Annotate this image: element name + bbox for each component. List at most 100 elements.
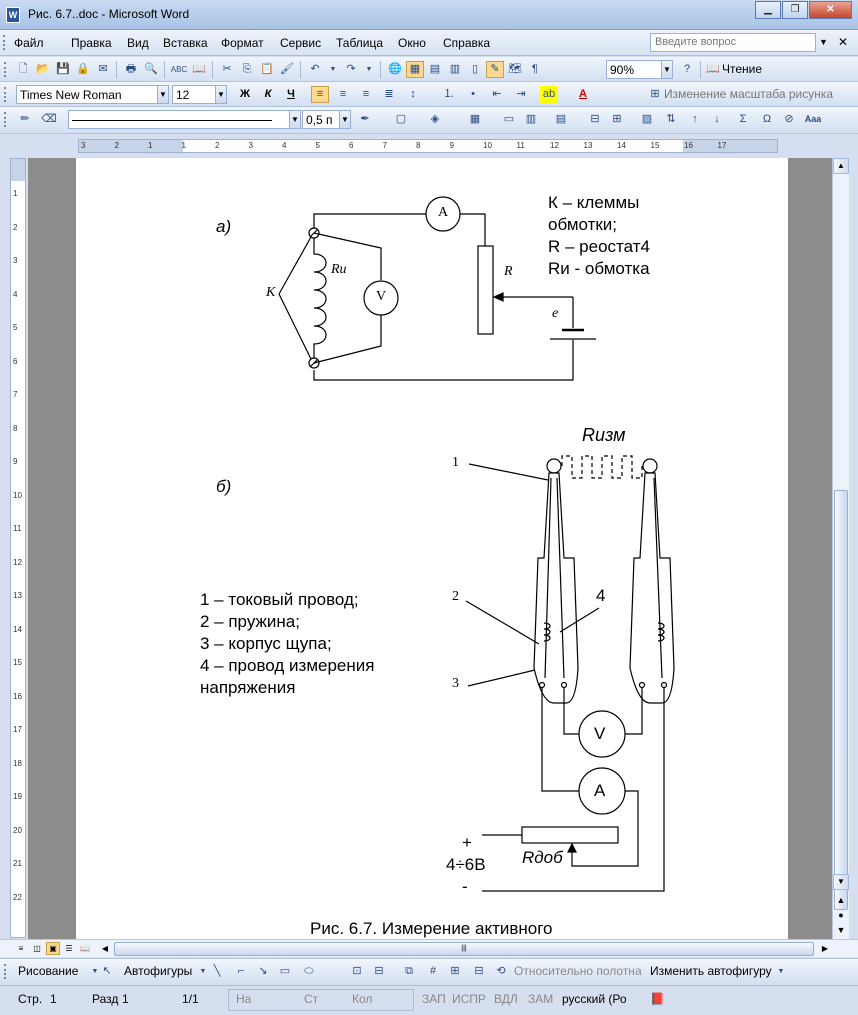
zoom-dropdown-icon[interactable]: ▼	[661, 60, 673, 79]
change-shape-dropdown-icon[interactable]: ▼	[777, 968, 785, 975]
line-tool-icon[interactable]: ╲	[213, 965, 221, 977]
horizontal-scroll-thumb[interactable]: |||	[114, 942, 814, 956]
print-icon[interactable]: 🖶	[125, 63, 137, 75]
line-style-dropdown-icon[interactable]: ▼	[289, 110, 301, 129]
textbox-icon[interactable]: ⊡	[352, 965, 362, 977]
align-distribute-icon[interactable]: ⧉	[405, 965, 413, 977]
text-direction-icon[interactable]: ⇅	[666, 113, 676, 125]
normal-view-icon[interactable]: ≡	[18, 944, 24, 953]
minimize-button[interactable]: ▁	[755, 1, 781, 19]
drawing-toggle-icon[interactable]: ✎	[486, 61, 504, 78]
underline-button[interactable]: Ч	[287, 88, 295, 100]
zoom-select[interactable]: 90%	[606, 60, 662, 79]
reading-icon[interactable]: 📖	[706, 63, 720, 75]
document-page[interactable]: а) К – клеммы обмотки; R – реостат4 Rи -…	[76, 158, 788, 939]
redo-icon[interactable]: ↷	[346, 63, 356, 75]
menu-grip[interactable]	[3, 35, 7, 50]
document-close-icon[interactable]: ✕	[838, 35, 849, 49]
arrow-tool-icon[interactable]: ↘	[258, 965, 268, 977]
tables-borders-icon[interactable]: ▦	[406, 61, 424, 78]
show-hide-icon[interactable]: ¶	[532, 63, 538, 75]
reading-button[interactable]: Чтение	[722, 62, 763, 76]
maximize-button[interactable]: ❐	[782, 1, 808, 19]
outline-view-icon[interactable]: ☰	[65, 944, 73, 953]
close-button[interactable]: ✕	[809, 1, 852, 19]
menu-format[interactable]: Формат	[221, 36, 264, 50]
document-map-icon[interactable]: 🗺	[508, 63, 522, 75]
cut-icon[interactable]: ✂	[222, 63, 232, 75]
split-cells-icon[interactable]: ▥	[525, 113, 537, 125]
autoshapes-dropdown-icon[interactable]: ▼	[199, 968, 207, 975]
web-view-icon[interactable]: ◫	[33, 944, 41, 953]
border-color-icon[interactable]: ✒	[360, 113, 370, 125]
sort-ascending-icon[interactable]: ↑	[692, 113, 698, 125]
permission-icon[interactable]: 🔒	[76, 63, 90, 75]
status-track-changes[interactable]: ИСПР	[452, 992, 486, 1006]
status-extend[interactable]: ВДЛ	[494, 992, 518, 1006]
redo-dropdown-icon[interactable]: ▼	[365, 66, 373, 73]
menu-insert[interactable]: Вставка	[163, 36, 208, 50]
menu-tools[interactable]: Сервис	[280, 36, 322, 50]
font-color-icon[interactable]: A	[579, 88, 587, 100]
vertical-scrollbar[interactable]: ▲ ▼ ▲ ● ▼	[832, 158, 849, 939]
insert-excel-icon[interactable]: ▥	[449, 63, 461, 75]
open-icon[interactable]: 📂	[36, 63, 50, 75]
align-center-icon[interactable]: ≡	[339, 88, 347, 100]
bold-button[interactable]: Ж	[240, 88, 250, 100]
vertical-textbox-icon[interactable]: ⊟	[374, 965, 384, 977]
sort-descending-icon[interactable]: ↓	[714, 113, 720, 125]
ask-question-input[interactable]: Введите вопрос	[650, 33, 816, 52]
menu-file[interactable]: Файл	[14, 36, 44, 50]
line-style-select[interactable]	[68, 110, 290, 129]
equation-icon[interactable]: Ω	[762, 113, 772, 125]
reading-view-icon[interactable]: 📖	[80, 944, 90, 953]
paste-icon[interactable]: 📋	[260, 63, 274, 75]
spelling-icon[interactable]: ABC	[170, 65, 188, 74]
print-layout-icon[interactable]: ▣	[46, 942, 60, 955]
ask-dropdown-icon[interactable]: ▼	[819, 37, 828, 47]
toolbar-grip[interactable]	[4, 964, 8, 979]
font-dropdown-icon[interactable]: ▼	[157, 85, 169, 104]
scroll-down-icon[interactable]: ▼	[833, 874, 849, 890]
menu-table[interactable]: Таблица	[336, 36, 384, 50]
menu-view[interactable]: Вид	[127, 36, 149, 50]
change-autoshape-button[interactable]: Изменить автофигуру	[650, 964, 772, 978]
numbering-icon[interactable]: ⒈	[443, 88, 455, 100]
justify-icon[interactable]: ≣	[384, 88, 394, 100]
resize-picture-icon[interactable]: ⊞	[650, 88, 660, 100]
toolbar-grip[interactable]	[4, 87, 8, 102]
draw-dropdown-icon[interactable]: ▼	[91, 968, 99, 975]
hyperlink-icon[interactable]: 🌐	[388, 63, 402, 75]
autoshapes-button[interactable]: Автофигуры	[124, 964, 193, 978]
research-icon[interactable]: 📖	[192, 63, 206, 75]
eraser-icon[interactable]: ⌫	[41, 113, 57, 125]
decrease-indent-icon[interactable]: ⇤	[492, 88, 502, 100]
help-icon[interactable]: ?	[683, 63, 691, 75]
distribute-cols-icon[interactable]: ⊞	[612, 113, 622, 125]
distribute-rows-icon[interactable]: ⊟	[590, 113, 600, 125]
rotate-icon[interactable]: ⟲	[496, 965, 506, 977]
undo-icon[interactable]: ↶	[310, 63, 320, 75]
scroll-right-icon[interactable]: ▶	[821, 944, 829, 953]
word-app-icon[interactable]: W	[6, 7, 20, 23]
scroll-up-icon[interactable]: ▲	[833, 158, 849, 174]
align-left-icon[interactable]: ≡	[311, 86, 329, 103]
line-weight-dropdown-icon[interactable]: ▼	[339, 110, 351, 129]
next-page-icon[interactable]: ▼	[836, 925, 846, 935]
outside-border-icon[interactable]: ▢	[395, 113, 407, 125]
new-document-icon[interactable]: 🗋	[18, 63, 28, 75]
scroll-thumb[interactable]	[834, 490, 848, 910]
scroll-left-icon[interactable]: ◀	[101, 944, 109, 953]
increase-indent-icon[interactable]: ⇥	[516, 88, 526, 100]
table-autoformat-icon[interactable]: ▨	[641, 113, 653, 125]
autosum-icon[interactable]: Σ	[739, 113, 747, 125]
italic-button[interactable]: К	[264, 88, 272, 100]
grid-icon[interactable]: #	[429, 965, 437, 977]
resize-picture-label[interactable]: Изменение масштаба рисунка	[664, 87, 834, 101]
toolbar-grip[interactable]	[4, 112, 8, 127]
draw-table-icon[interactable]: ✏	[20, 113, 30, 125]
toolbar-grip[interactable]	[4, 62, 8, 77]
menu-window[interactable]: Окно	[398, 36, 426, 50]
